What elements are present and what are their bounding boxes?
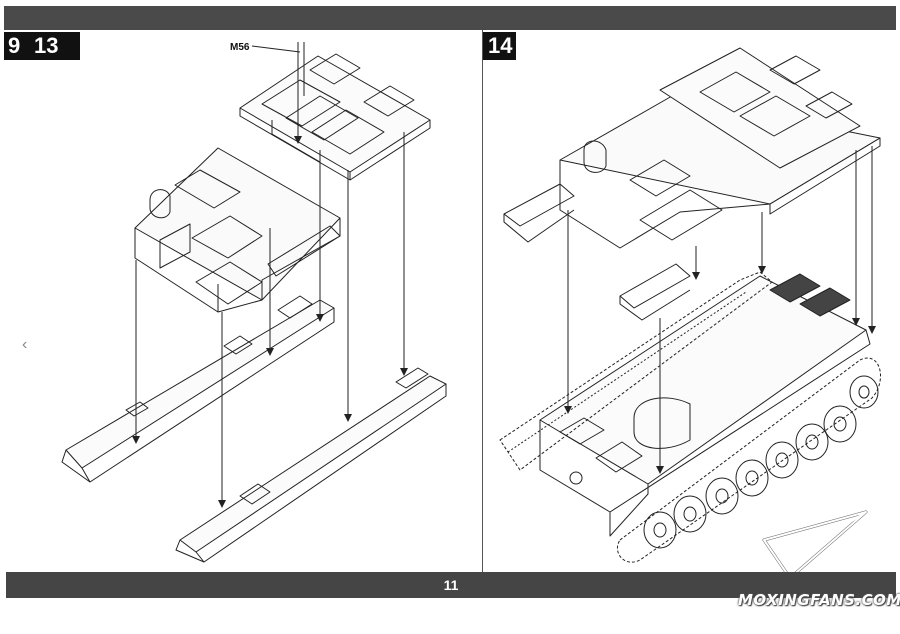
assembly-arrows-14 — [567, 146, 873, 466]
arrow-heads-14 — [564, 266, 876, 474]
hull-left-side-part — [61, 295, 335, 483]
lower-hull-part — [539, 273, 871, 537]
page-number: 11 — [443, 577, 459, 593]
engine-deck-part — [239, 53, 431, 181]
bottom-bar: 11 — [6, 572, 896, 598]
watermark-text: MOXINGFANS.COM — [738, 591, 900, 609]
step-badge-previous: 9 — [4, 32, 26, 60]
page-divider — [482, 30, 483, 572]
track-left — [499, 271, 773, 471]
hull-right-side-part — [175, 367, 447, 563]
step-badge-13: 13 — [26, 32, 80, 60]
part-label-m56: M56 — [230, 42, 250, 53]
superstructure-part — [134, 147, 341, 313]
assembly-arrows-13 — [135, 42, 405, 500]
road-wheels — [643, 375, 879, 549]
top-bar — [4, 6, 896, 30]
step-badge-14: 14 — [482, 32, 516, 60]
chevron-left-icon: ‹ — [22, 336, 28, 353]
arrow-heads-13 — [132, 136, 408, 508]
paper-plane-icon — [762, 510, 868, 580]
upper-hull-assembly — [503, 47, 881, 321]
track-right — [617, 357, 881, 563]
